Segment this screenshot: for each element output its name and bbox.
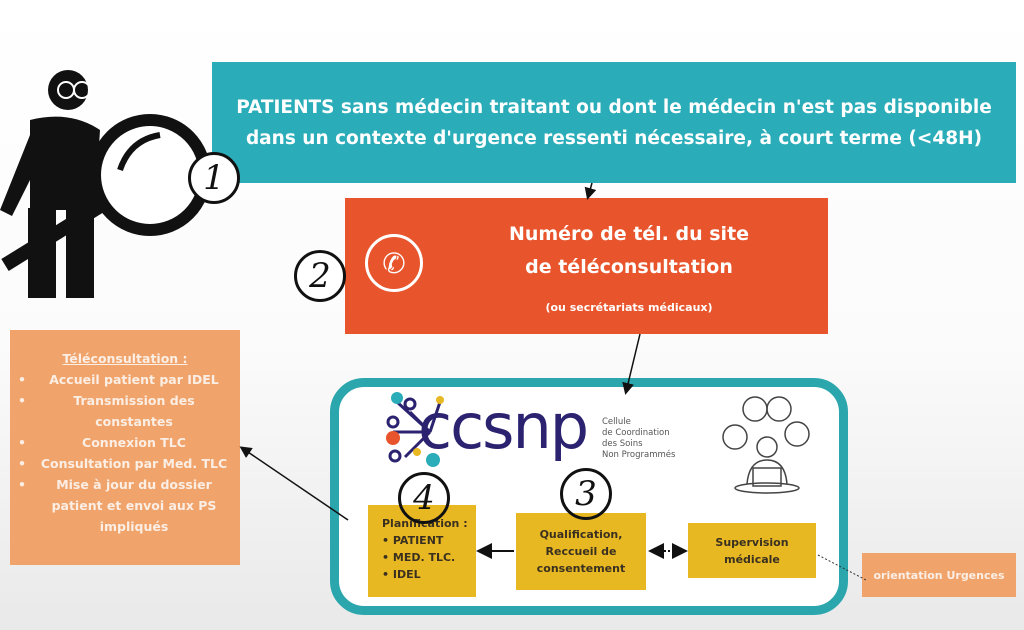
- phone-icon: ✆: [365, 234, 423, 292]
- qualification-box: Qualification, Reccueil de consentement: [516, 513, 646, 590]
- phone-line-2: de téléconsultation: [525, 256, 733, 278]
- patients-box: PATIENTS sans médecin traitant ou dont l…: [212, 62, 1016, 183]
- subtitle-line: de Coordination: [602, 428, 670, 438]
- arrow-supervision-to-urgences: [817, 554, 867, 581]
- phone-subtitle: (ou secrétariats médicaux): [545, 301, 713, 314]
- person-magnifier-icon: [0, 70, 211, 298]
- arrow-phone-to-ccsnp: [622, 333, 641, 395]
- ccsnp-logo: ccsnp: [418, 390, 589, 463]
- list-item: Transmission des constantes: [18, 390, 232, 432]
- phone-number-box: ✆ Numéro de tél. du site de téléconsulta…: [345, 198, 828, 334]
- list-item: Accueil patient par IDEL: [18, 369, 232, 390]
- qualification-line: Qualification,: [539, 528, 623, 541]
- supervision-line: médicale: [724, 552, 780, 566]
- step-2-badge: 2: [294, 250, 346, 302]
- supervision-box: Supervision médicale: [688, 523, 816, 578]
- subtitle-line: Cellule: [602, 417, 631, 427]
- orientation-urgences-box: orientation Urgences: [862, 553, 1016, 597]
- step-4-badge: 4: [398, 472, 450, 524]
- operator-illustration-icon: [722, 396, 810, 494]
- subtitle-line: Non Programmés: [602, 450, 676, 460]
- step-3-badge: 3: [560, 468, 612, 520]
- ccsnp-subtitle: Cellule de Coordination des Soins Non Pr…: [602, 417, 675, 461]
- teleconsultation-box: Téléconsultation : Accueil patient par I…: [10, 330, 240, 565]
- list-item: Connexion TLC: [18, 432, 232, 453]
- subtitle-line: des Soins: [602, 439, 643, 449]
- qualification-line: consentement: [536, 562, 626, 575]
- patients-line-2: dans un contexte d'urgence ressenti néce…: [245, 127, 983, 149]
- step-1-badge: 1: [188, 152, 240, 204]
- qualification-line: Reccueil de: [545, 545, 617, 558]
- phone-line-1: Numéro de tél. du site: [508, 223, 750, 245]
- list-item: Mise à jour du dossier patient et envoi …: [18, 474, 232, 537]
- teleconsultation-title: Téléconsultation :: [62, 351, 188, 366]
- list-item: • IDEL: [382, 568, 421, 581]
- list-item: • MED. TLC.: [382, 551, 456, 564]
- arrow-patients-to-phone: [584, 182, 597, 200]
- list-item: • PATIENT: [382, 534, 444, 547]
- list-item: Consultation par Med. TLC: [18, 453, 232, 474]
- ccsnp-network-icon: [386, 392, 444, 467]
- patients-line-1: PATIENTS sans médecin traitant ou dont l…: [236, 96, 992, 118]
- arrow-ccsnp-to-teleconsultation: [239, 446, 349, 521]
- supervision-line: Supervision: [715, 535, 789, 549]
